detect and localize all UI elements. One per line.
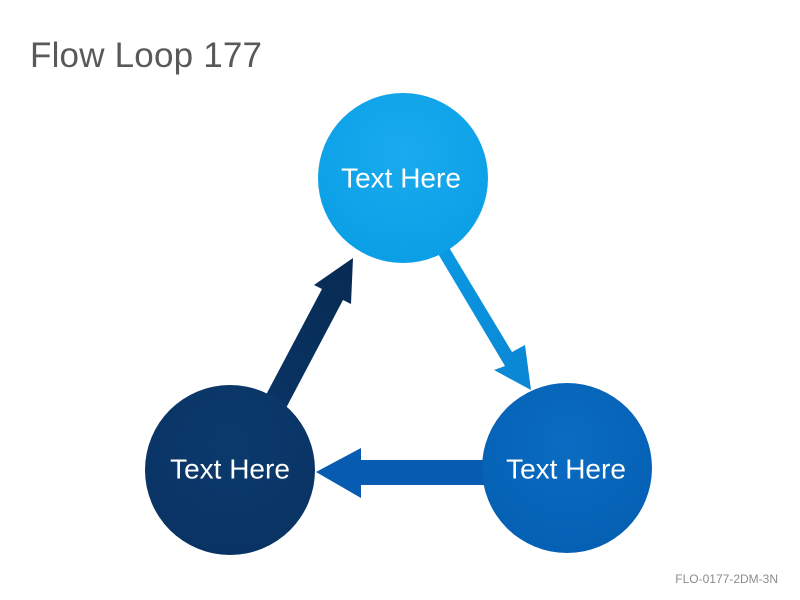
arrow-left-to-top	[258, 258, 353, 410]
node-left: Text Here	[145, 385, 315, 555]
footer-code: FLO-0177-2DM-3N	[675, 572, 778, 586]
node-right-circle	[482, 383, 652, 553]
node-top: Text Here	[318, 93, 488, 263]
node-top-circle	[318, 93, 488, 263]
arrow-top-to-right	[384, 186, 531, 390]
node-left-label: Text Here	[170, 454, 290, 485]
page-title: Flow Loop 177	[30, 36, 263, 75]
node-right: Text Here	[482, 383, 652, 553]
node-top-label: Text Here	[341, 163, 461, 194]
node-right-label: Text Here	[506, 454, 626, 485]
arrow-right-to-left	[316, 448, 490, 498]
node-left-circle	[145, 385, 315, 555]
